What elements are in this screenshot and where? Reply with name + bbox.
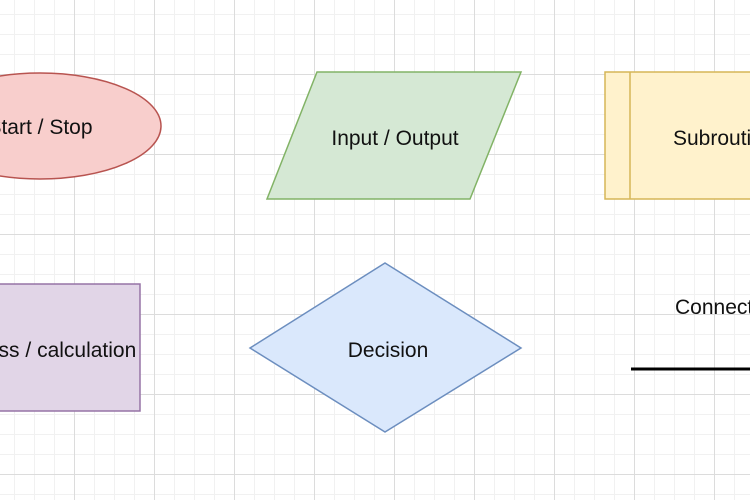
connector-label: Connector	[675, 296, 750, 319]
start-stop-shape[interactable]: Start / Stop	[0, 72, 162, 180]
subroutine-label: Subroutine	[673, 127, 750, 150]
process-label: Process / calculation	[0, 339, 136, 362]
subroutine-shape[interactable]: Subroutine	[604, 71, 750, 200]
process-rect	[0, 283, 141, 412]
process-shape[interactable]: Process / calculation	[0, 283, 141, 412]
decision-shape[interactable]: Decision	[248, 262, 523, 433]
subroutine-rect	[604, 71, 750, 200]
decision-label: Decision	[348, 339, 429, 362]
start-stop-ellipse	[0, 72, 162, 180]
connector-shape[interactable]: Connector	[631, 296, 750, 371]
input-output-shape[interactable]: Input / Output	[265, 71, 523, 200]
decision-diamond	[248, 262, 523, 433]
input-output-parallelogram	[265, 71, 523, 200]
start-stop-label: Start / Stop	[0, 116, 93, 139]
input-output-label: Input / Output	[331, 127, 458, 150]
